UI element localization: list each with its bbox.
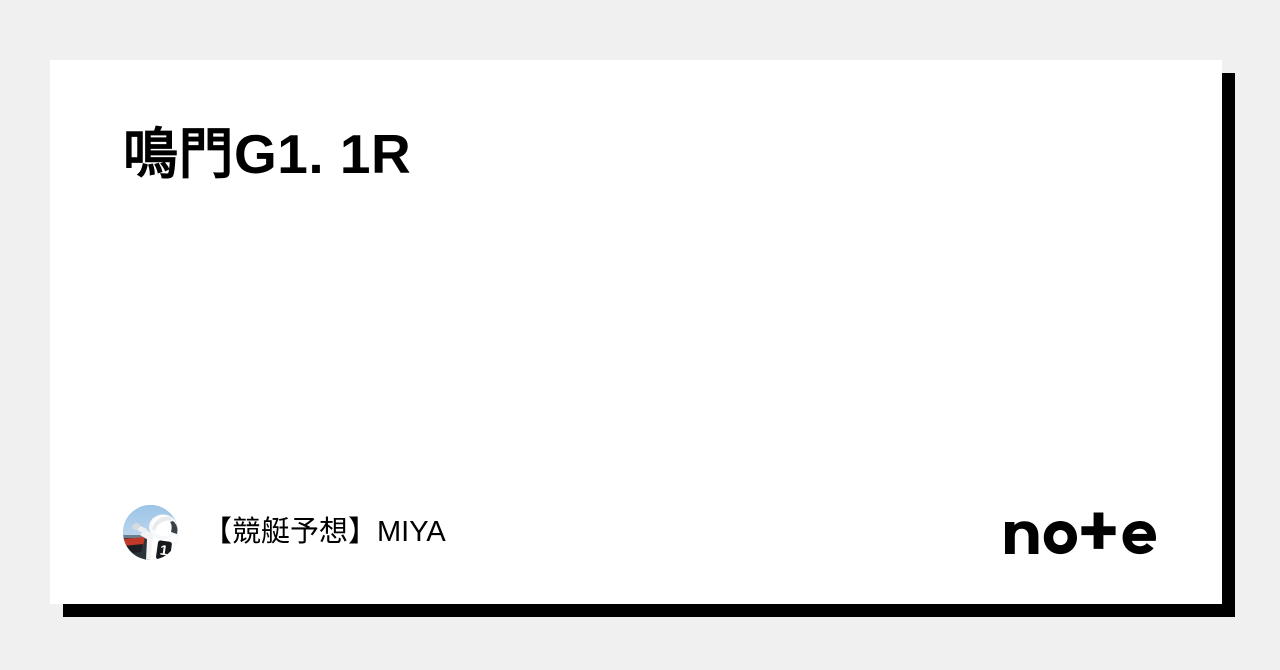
article-share-card: 鳴門G1. 1R [50, 60, 1222, 604]
author-block: 1 【競艇予想】MIYA [123, 504, 446, 560]
page-title: 鳴門G1. 1R [123, 123, 412, 185]
avatar: 1 [123, 504, 178, 560]
note-logo [1005, 509, 1168, 555]
author-name: 【競艇予想】MIYA [203, 515, 446, 548]
card-footer: 1 【競艇予想】MIYA [123, 503, 1168, 561]
svg-text:1: 1 [159, 541, 169, 558]
title-area: 鳴門G1. 1R [123, 118, 1152, 192]
